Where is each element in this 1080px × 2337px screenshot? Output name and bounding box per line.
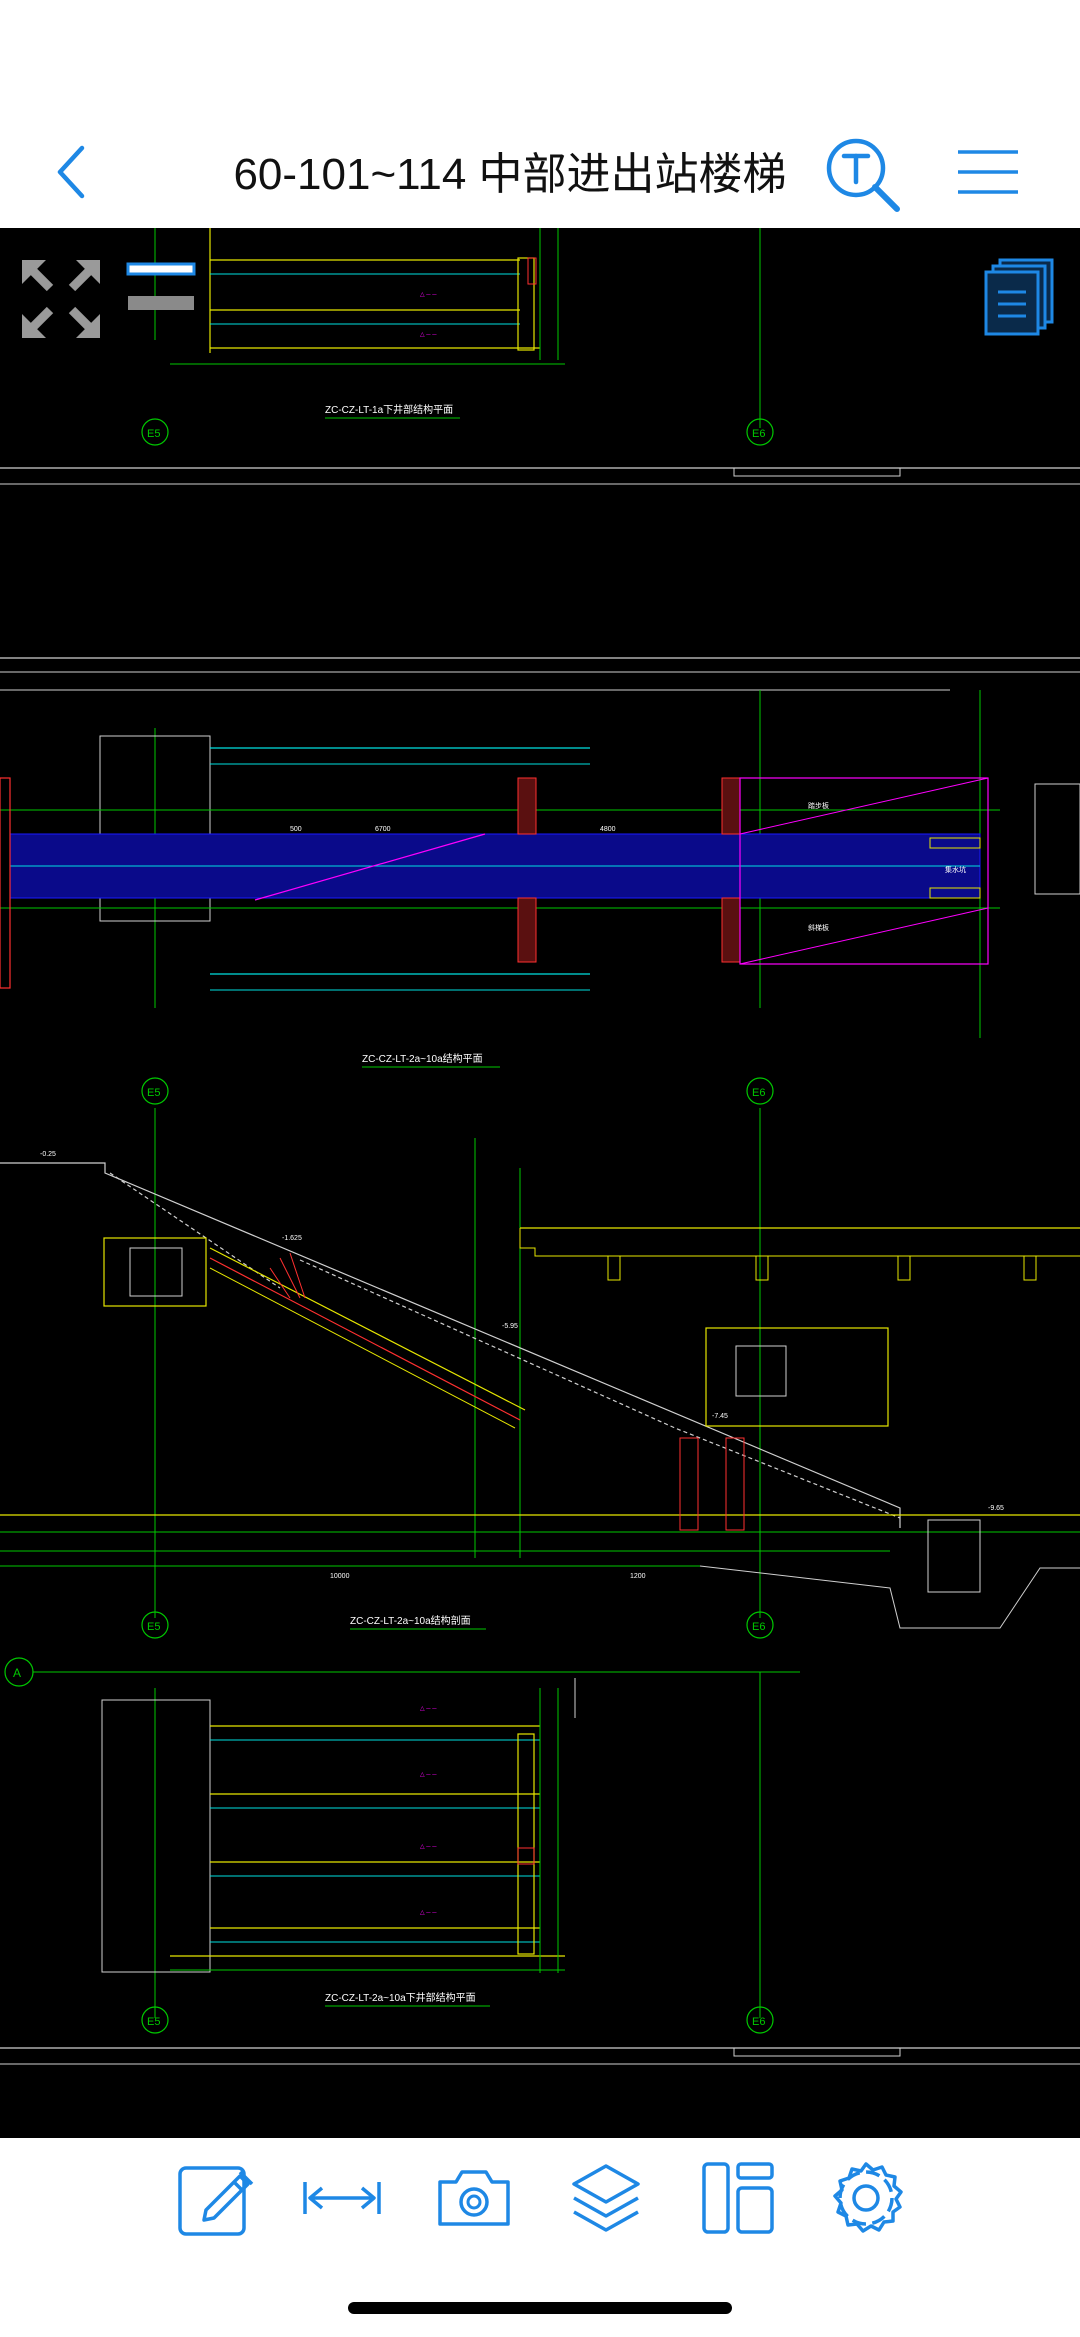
svg-text:E6: E6 xyxy=(752,428,765,440)
svg-text:E5: E5 xyxy=(147,1087,160,1099)
axis-bubble: E5 xyxy=(141,2006,169,2034)
line-weight-button[interactable] xyxy=(126,256,196,316)
view-4-plan: △ ─ ─ △ ─ ─ △ ─ ─ △ ─ ─ xyxy=(0,1672,1080,2065)
svg-text:踏步板: 踏步板 xyxy=(808,801,829,810)
documents-button[interactable] xyxy=(982,256,1058,338)
drawing-canvas[interactable]: △ ─ ─ △ ─ ─ ZC-CZ-LT-1a下井部结构平面 E5 E6 xyxy=(0,228,1080,2138)
layers-button[interactable] xyxy=(566,2158,646,2238)
home-indicator[interactable] xyxy=(348,2302,732,2314)
svg-text:-9.65: -9.65 xyxy=(988,1505,1004,1512)
text-search-icon xyxy=(826,138,900,212)
view-2-title: ZC-CZ-LT-2a~10a结构平面 xyxy=(362,1052,500,1068)
view-2-label: ZC-CZ-LT-2a~10a结构平面 xyxy=(362,1052,483,1065)
line-weight-icon xyxy=(126,262,196,310)
svg-text:E6: E6 xyxy=(752,1087,765,1099)
camera-icon xyxy=(438,2170,510,2226)
svg-text:E5: E5 xyxy=(147,2016,160,2028)
axis-bubble: E5 xyxy=(141,418,169,446)
axis-bubble: E5 xyxy=(141,1077,169,1105)
axis-bubble: E6 xyxy=(746,1077,774,1105)
view-1-plan: △ ─ ─ △ ─ ─ xyxy=(0,228,1080,673)
documents-icon xyxy=(984,258,1054,336)
cad-drawing: △ ─ ─ △ ─ ─ ZC-CZ-LT-1a下井部结构平面 E5 E6 xyxy=(0,228,1080,2065)
svg-text:10000: 10000 xyxy=(330,1573,350,1580)
back-button[interactable] xyxy=(48,140,98,204)
svg-text:E6: E6 xyxy=(752,1621,765,1633)
view-1-title: ZC-CZ-LT-1a下井部结构平面 xyxy=(325,403,460,419)
svg-text:1200: 1200 xyxy=(630,1573,646,1580)
layout-button[interactable] xyxy=(698,2158,778,2238)
gear-icon xyxy=(833,2162,903,2233)
svg-text:-5.95: -5.95 xyxy=(502,1323,518,1330)
page-title: 60-101~114 中部进出站楼梯 xyxy=(233,150,787,199)
svg-text:500: 500 xyxy=(290,826,302,833)
view-4-title: ZC-CZ-LT-2a~10a下井部结构平面 xyxy=(325,1991,490,2007)
view-4-label: ZC-CZ-LT-2a~10a下井部结构平面 xyxy=(325,1991,476,2004)
svg-text:△ ─ ─: △ ─ ─ xyxy=(420,332,437,338)
measure-icon xyxy=(303,2182,381,2214)
axis-bubble: E6 xyxy=(746,2006,774,2034)
svg-text:E5: E5 xyxy=(147,428,160,440)
svg-text:-7.45: -7.45 xyxy=(712,1413,728,1420)
expand-arrows-icon xyxy=(22,260,100,338)
view-3-label: ZC-CZ-LT-2a~10a结构剖面 xyxy=(350,1614,471,1627)
view-1-label: ZC-CZ-LT-1a下井部结构平面 xyxy=(325,403,453,416)
svg-text:E6: E6 xyxy=(752,2016,765,2028)
annotate-button[interactable] xyxy=(176,2158,256,2238)
text-search-button[interactable] xyxy=(822,134,904,216)
hamburger-menu-icon xyxy=(958,150,1018,194)
svg-text:6700: 6700 xyxy=(375,826,391,833)
svg-text:4800: 4800 xyxy=(600,826,616,833)
svg-text:△ ─ ─: △ ─ ─ xyxy=(420,1706,437,1712)
chevron-left-icon xyxy=(57,145,85,199)
top-bar: 60-101~114 中部进出站楼梯 xyxy=(0,0,1080,228)
svg-text:E5: E5 xyxy=(147,1621,160,1633)
svg-text:△ ─ ─: △ ─ ─ xyxy=(420,1910,437,1916)
measure-button[interactable] xyxy=(302,2158,382,2238)
camera-button[interactable] xyxy=(434,2158,514,2238)
edit-note-icon xyxy=(178,2166,254,2236)
layers-icon xyxy=(572,2164,640,2232)
svg-text:-1.625: -1.625 xyxy=(282,1235,302,1242)
view-3-section: 10000 1200 -0.25 -1.625 -5.95 -7.45 -9.6… xyxy=(0,1108,1080,1629)
fullscreen-button[interactable] xyxy=(18,256,104,342)
axis-bubble: E6 xyxy=(746,418,774,446)
svg-text:△ ─ ─: △ ─ ─ xyxy=(420,1844,437,1850)
menu-button[interactable] xyxy=(955,146,1021,198)
layout-icon xyxy=(702,2162,774,2234)
axis-bubble: E6 xyxy=(746,1611,774,1639)
svg-text:△ ─ ─: △ ─ ─ xyxy=(420,1772,437,1778)
svg-text:A: A xyxy=(13,1666,21,1680)
settings-button[interactable] xyxy=(826,2158,906,2238)
svg-text:集水坑: 集水坑 xyxy=(945,865,966,874)
svg-text:-0.25: -0.25 xyxy=(40,1151,56,1158)
svg-text:斜梯板: 斜梯板 xyxy=(808,923,829,932)
view-2-plan: 6700 4800 500 踏步板 斜梯板 集水坑 xyxy=(0,689,1080,1038)
svg-text:△ ─ ─: △ ─ ─ xyxy=(420,292,437,298)
axis-bubble: E5 xyxy=(141,1611,169,1639)
view-3-title: ZC-CZ-LT-2a~10a结构剖面 xyxy=(350,1614,486,1630)
axis-bubble: A xyxy=(4,1657,800,1687)
